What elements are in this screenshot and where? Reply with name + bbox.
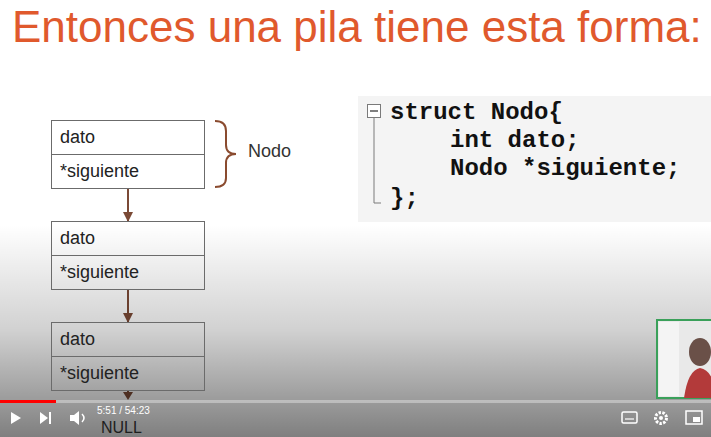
volume-icon [70, 411, 79, 425]
webcam-wall [659, 322, 679, 396]
code-line: Nodo *siguiente; [450, 155, 680, 183]
miniplayer-icon [686, 411, 702, 424]
miniplayer-inner [693, 417, 700, 422]
data-field: dato [52, 222, 204, 255]
bracket-label: Nodo [248, 141, 291, 162]
settings-hub [659, 416, 663, 420]
video-time: 5:51 / 54:23 [97, 405, 150, 417]
data-field: dato [52, 323, 204, 356]
pointer-field: *siguiente [52, 255, 204, 289]
code-line: struct Nodo{ [390, 99, 563, 127]
code-line: int dato; [450, 127, 580, 155]
volume-wave [82, 414, 84, 422]
progress-played [0, 400, 56, 403]
list-node: dato*siguiente [51, 322, 205, 391]
list-node: dato*siguiente [51, 221, 205, 290]
progress-track [0, 400, 711, 403]
webcam-person-head [689, 338, 711, 366]
null-label: NULL [101, 419, 142, 437]
play-icon [11, 412, 21, 424]
slide-title: Entonces una pila tiene esta forma: [12, 2, 702, 52]
webcam-person-body [684, 368, 711, 398]
pointer-field: *siguiente [52, 356, 204, 390]
code-line: }; [390, 185, 419, 213]
data-field: dato [52, 121, 204, 154]
captions-line [625, 418, 634, 419]
pointer-field: *siguiente [52, 154, 204, 188]
captions-icon [622, 412, 637, 423]
next-icon-bar [49, 412, 51, 424]
list-node: dato*siguiente [51, 120, 205, 189]
webcam-frame [657, 320, 711, 398]
settings-icon [656, 413, 667, 424]
next-icon [40, 412, 48, 424]
